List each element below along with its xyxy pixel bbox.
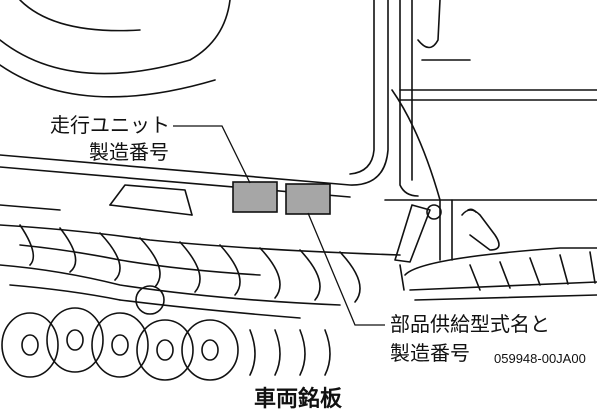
right-frame bbox=[384, 0, 597, 261]
running-unit-label-line2: 製造番号 bbox=[89, 140, 169, 164]
part-supply-leader bbox=[307, 212, 385, 326]
part-supply-plate bbox=[285, 183, 331, 215]
conveyor-track bbox=[0, 204, 401, 319]
running-unit-leader bbox=[173, 125, 251, 184]
figure-code: 059948-00JA00 bbox=[494, 351, 586, 366]
part-supply-label-line1: 部品供給型式名と bbox=[388, 312, 552, 336]
step-plate bbox=[109, 184, 193, 216]
latch bbox=[394, 204, 442, 291]
part-supply-label-line2: 製造番号 bbox=[388, 341, 472, 365]
drum-arcs bbox=[0, 0, 231, 98]
running-unit-label-line1: 走行ユニット bbox=[50, 113, 170, 137]
running-unit-plate bbox=[232, 181, 278, 213]
body-panel bbox=[0, 0, 389, 198]
right-conveyor bbox=[404, 247, 597, 301]
rollers bbox=[1, 285, 331, 381]
figure-caption: 車両銘板 bbox=[254, 387, 343, 412]
